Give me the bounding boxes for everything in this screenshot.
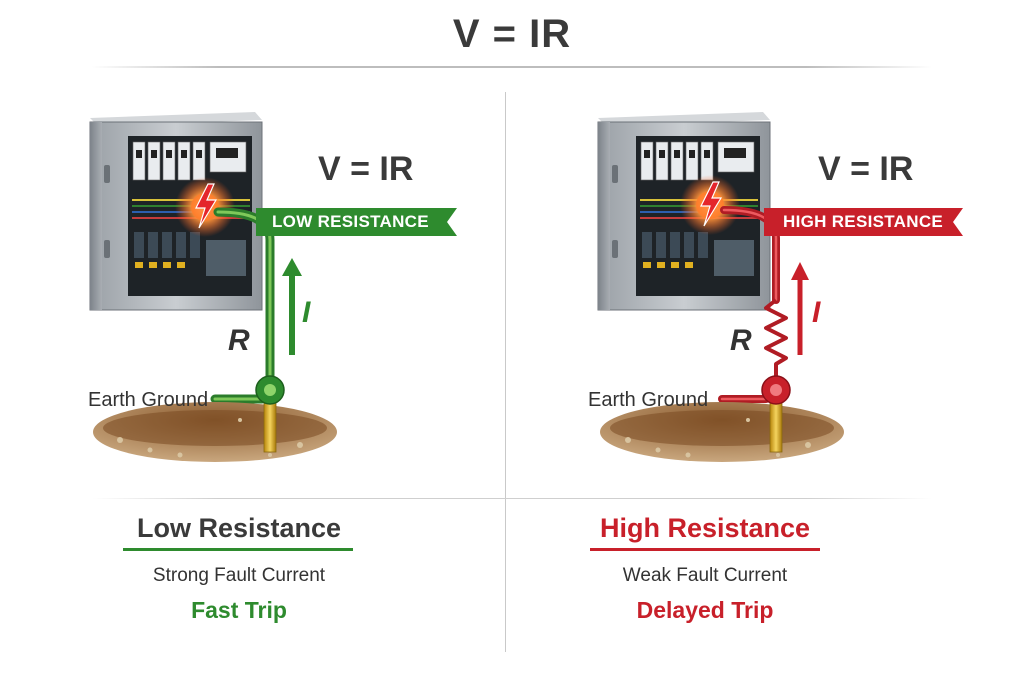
right-fault-current: Weak Fault Current [622,565,788,586]
right-ground-rod-icon [761,375,791,453]
left-heading: Low Resistance [136,513,342,543]
right-resistance-label: R [730,324,752,357]
left-trip: Fast Trip [191,597,287,623]
middle-divider [92,498,932,499]
right-formula: V = IR [818,150,914,188]
right-heading-underline [590,548,820,551]
left-fault-lightning-icon [175,177,235,237]
right-ground-label: Earth Ground [588,389,709,411]
left-heading-underline [123,548,353,551]
left-current-label: I [302,296,311,329]
right-current-arrow-icon [791,262,809,355]
right-cabinet [597,112,771,311]
left-banner-shape [256,208,457,236]
right-banner-label: HIGH RESISTANCE [783,212,944,231]
left-ground-label: Earth Ground [88,389,209,411]
left-fault-current: Strong Fault Current [152,565,326,586]
left-formula: V = IR [318,150,414,188]
right-fault-lightning-icon [680,175,740,235]
left-current-arrow-icon [282,258,302,355]
left-ground-rod-icon [255,375,285,453]
right-trip: Delayed Trip [636,597,774,623]
top-divider [92,66,932,68]
main-title: V = IR [452,12,572,56]
vertical-divider [505,92,506,652]
right-banner-shape [764,208,963,236]
right-current-label: I [812,296,821,329]
right-heading: High Resistance [599,513,811,543]
left-resistance-label: R [228,324,250,357]
left-banner-label: LOW RESISTANCE [272,212,429,231]
